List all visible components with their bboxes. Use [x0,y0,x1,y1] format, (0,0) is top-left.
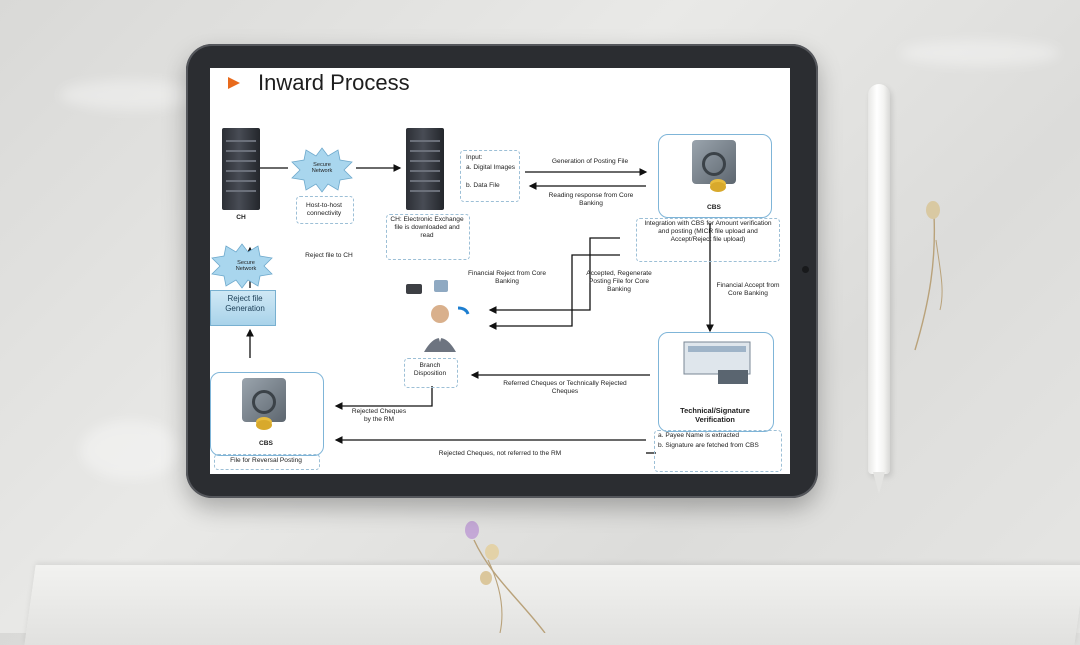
host-to-host-frame [296,196,354,224]
coins-icon [256,420,272,430]
flow-arrows [211,147,714,454]
network-starburst [291,147,353,193]
integration-label: Integration with CBS for Amount verifica… [644,220,772,243]
marble-vein [60,80,200,110]
generation-posting-label: Generation of Posting File [551,158,629,165]
verification-notes-frame [654,430,782,472]
safe-icon [692,140,736,184]
marble-vein [900,40,1060,66]
slide-header: Inward Process [228,70,410,96]
person-icon [406,280,470,352]
input-item: a. Digital Images [466,164,516,171]
computer-icon [683,341,751,384]
rejected-by-rm-label: Rejected Cheques by the RM [351,408,407,423]
file-reversal-label: File for Reversal Posting [230,457,302,464]
signature-note: b. Signature are fetched from CBS [658,442,759,449]
accepted-regenerate-label: Accepted, Regenerate Posting File for Co… [586,270,652,293]
reject-file-generation-box [210,290,276,326]
technical-verification-label: Technical/Signature Verification [680,406,750,424]
financial-reject-label: Financial Reject from Core Banking [467,270,547,285]
secure-network-label: Secure Network [235,260,257,272]
secure-network-label: Secure Network [311,162,333,174]
payee-name-note: a. Payee Name is extracted [658,432,739,439]
marble-vein [80,420,180,480]
branch-frame [404,358,458,388]
stylus-pencil [868,84,890,474]
slide-title: Inward Process [258,70,410,95]
coins-icon [710,182,726,192]
referred-cheques-label: Referred Cheques or Technically Rejected… [503,380,627,395]
rejected-not-referred-label: Rejected Cheques, not referred to the RM [438,450,562,457]
safe-icon [242,378,286,422]
input-item: b. Data File [466,182,500,189]
reading-response-label: Reading response from Core Banking [548,192,634,207]
integration-frame [636,218,780,262]
reject-file-to-ch-label: Reject file to CH [305,252,353,259]
slide-screen: Inward Process [210,68,790,474]
server-icon [222,128,260,210]
server-icon [406,128,444,210]
tablet-device: Inward Process [186,44,818,498]
financial-accept-label: Financial Accept from Core Banking [716,282,780,297]
camera-icon [802,266,809,273]
input-title: Input: [466,154,483,161]
ch-electronic-label: CH: Electronic Exchange file is download… [390,216,464,239]
cbs-bottom-label: CBS [259,440,273,447]
branch-disposition-label: Branch Disposition [413,362,447,377]
reject-file-generation-label: Reject file Generation [225,294,265,313]
play-arrow-icon [228,77,240,89]
host-to-host-label: Host-to-host connectivity [306,202,342,217]
reversal-frame [214,454,320,470]
ch-label: CH [236,214,246,221]
network-starburst [211,243,273,289]
input-frame [460,150,520,202]
ch-electronic-frame [386,214,470,260]
stylus-tip [873,472,885,494]
cbs-top-label: CBS [707,204,721,211]
